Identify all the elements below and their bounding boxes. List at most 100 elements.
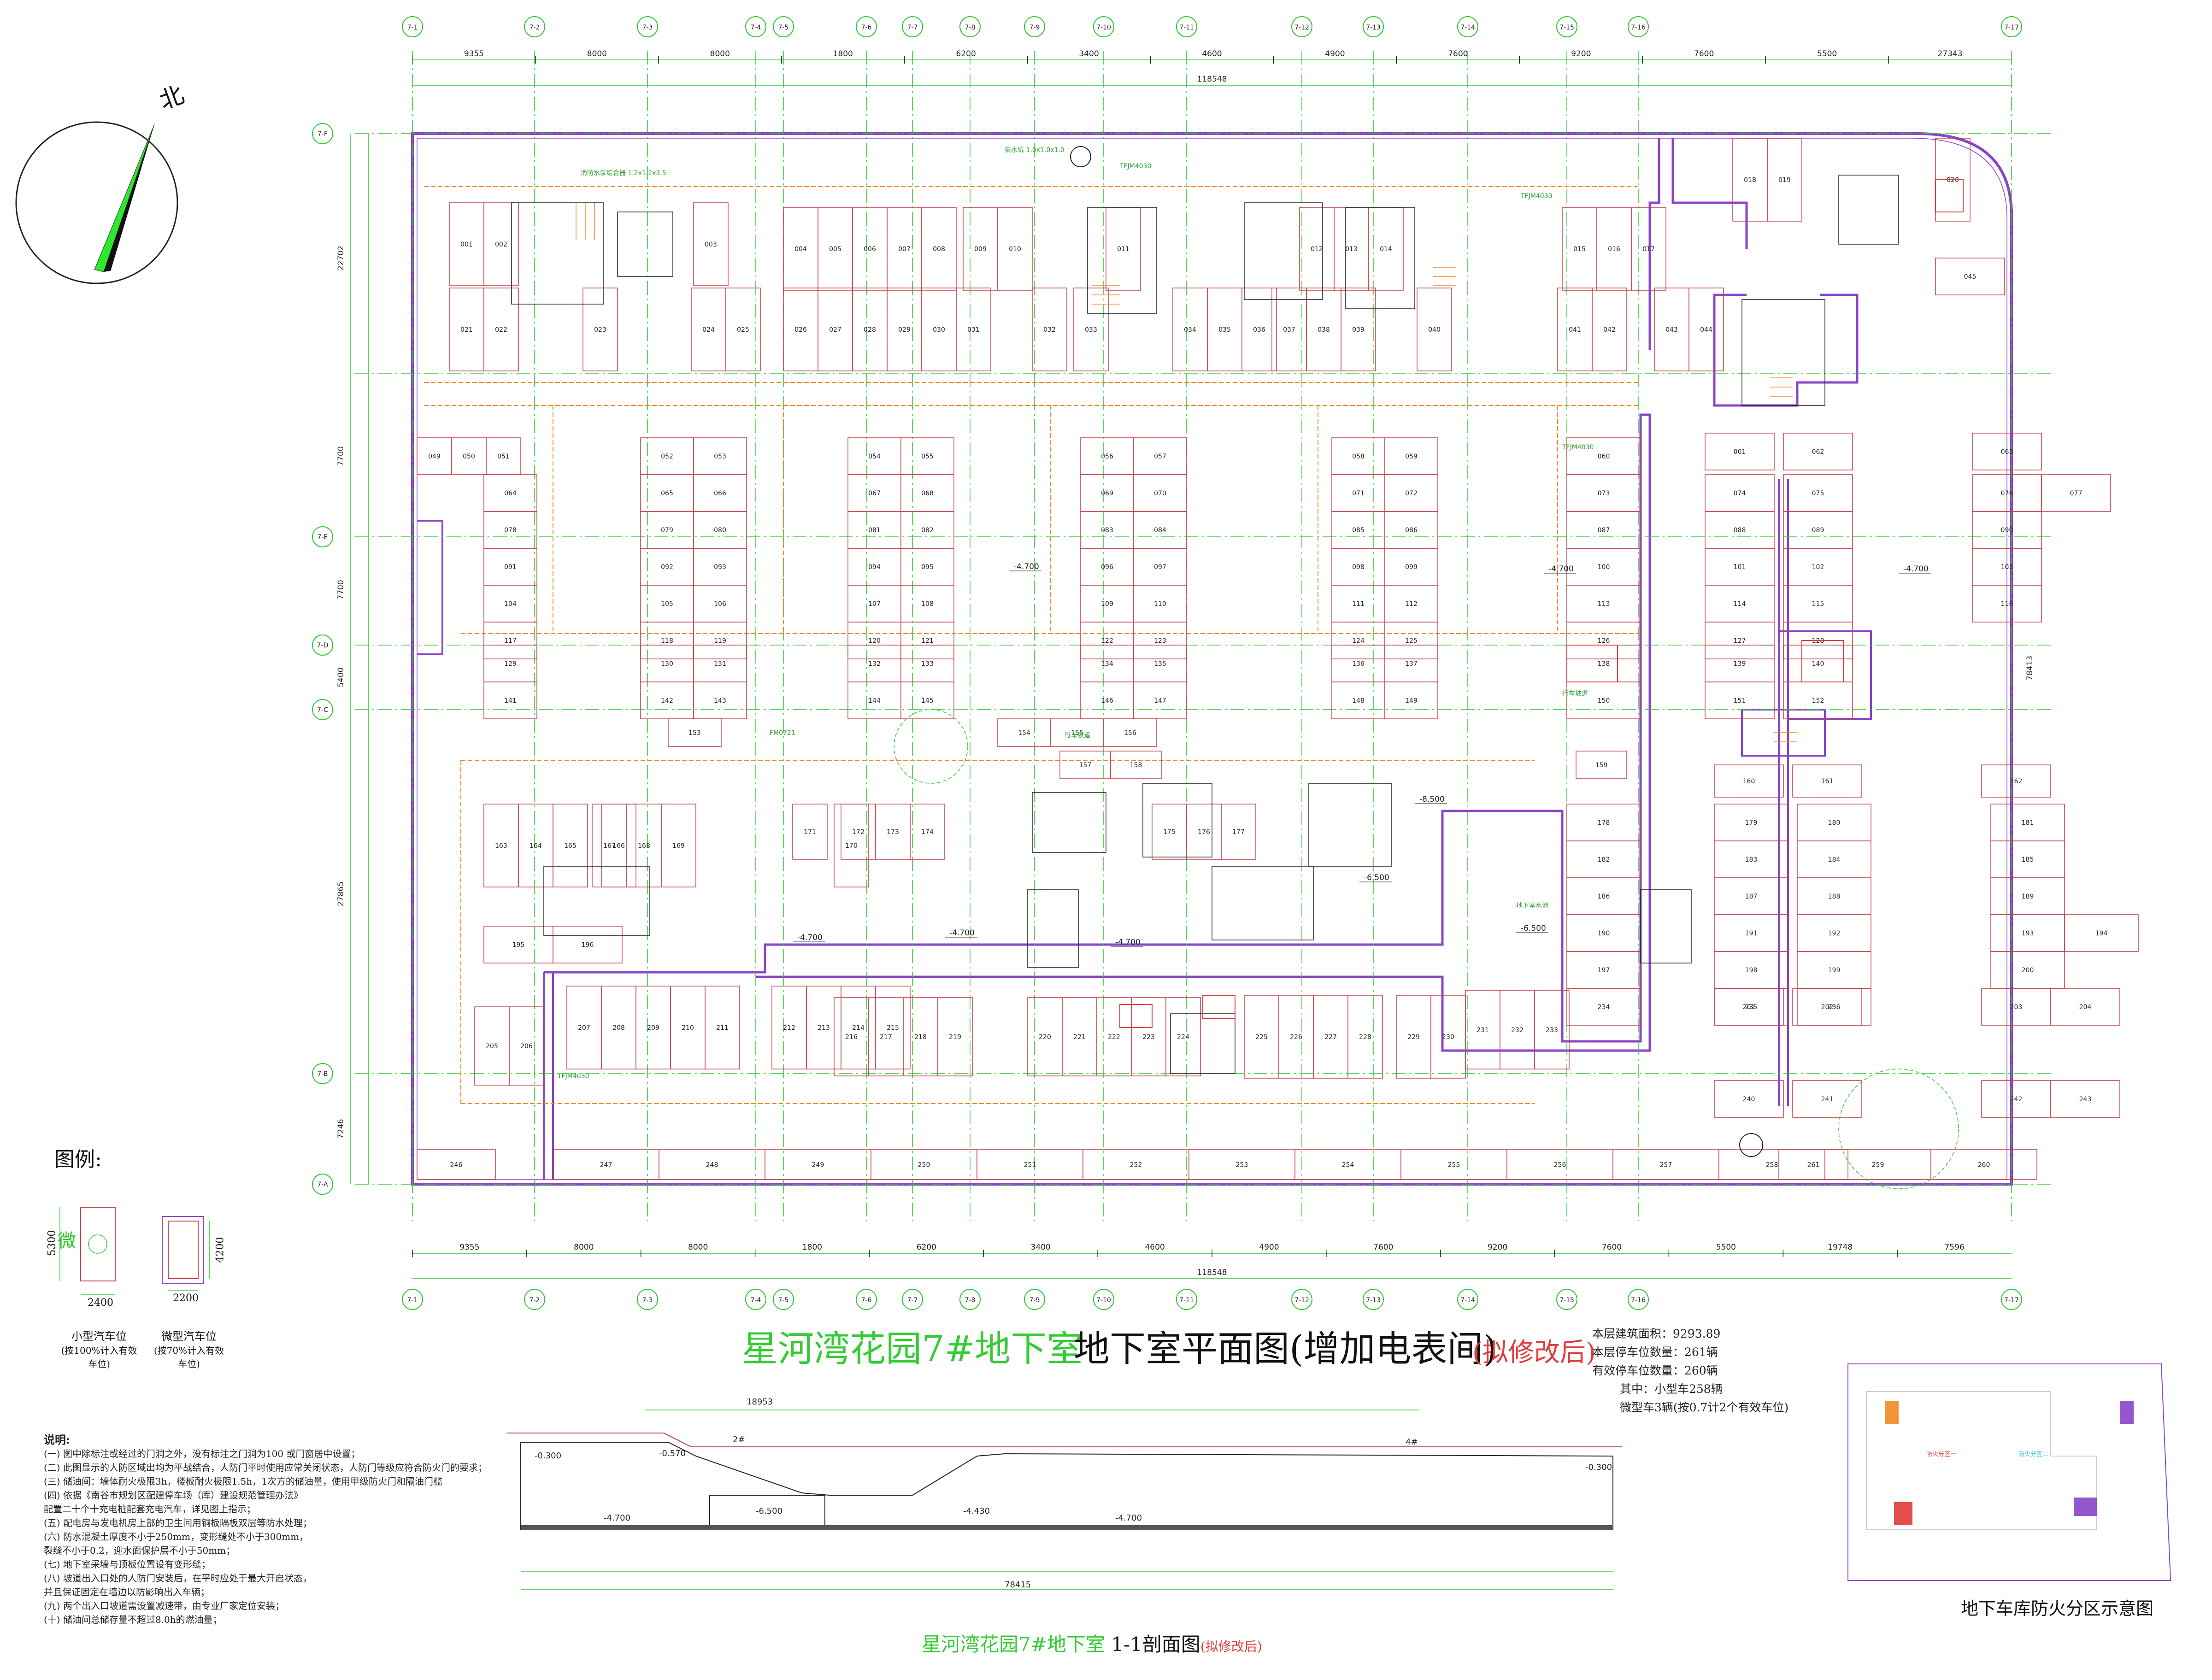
dim-label: 19748 (1828, 1243, 1853, 1252)
grid-label-bottom: 7-6 (861, 1297, 872, 1304)
stall-number: 188 (1828, 893, 1841, 900)
grid-bubble-top (1628, 16, 1649, 37)
stall-number: 196 (582, 941, 594, 949)
stall-number: 228 (1359, 1034, 1371, 1041)
stall-number: 183 (1745, 856, 1758, 863)
grid-label-top: 7-9 (1030, 24, 1040, 31)
stall-number: 220 (1039, 1034, 1051, 1041)
grid-label-top: 7-10 (1096, 24, 1111, 31)
grid-marker-1 (1070, 146, 1091, 167)
parking-stall (1592, 288, 1627, 371)
svg-text:地下室水池: 地下室水池 (1516, 902, 1548, 910)
grid-bubble-left (312, 1174, 333, 1195)
stall-number: 124 (1352, 637, 1365, 645)
parking-stall (553, 804, 588, 887)
stall-number: 180 (1828, 819, 1841, 827)
stall-number: 090 (2001, 527, 2013, 534)
stall-number: 223 (1142, 1034, 1155, 1041)
stall-number: 235 (1745, 1004, 1758, 1011)
stall-number: 229 (1407, 1034, 1420, 1041)
stall-number: 116 (2001, 600, 2013, 608)
dim-label: 7600 (1694, 49, 1714, 59)
stall-number: 018 (1744, 176, 1756, 184)
grid-label-bottom: 7-2 (529, 1297, 540, 1304)
stall-number: 130 (661, 660, 673, 668)
stall-number: 103 (2001, 564, 2013, 571)
grid-bubble-top (524, 16, 545, 37)
parking-stall (1778, 1149, 1848, 1180)
stall-number: 031 (967, 326, 980, 334)
parking-stall (1783, 433, 1853, 470)
stall-number: 015 (1573, 246, 1586, 253)
parking-stall (1972, 433, 2042, 470)
stall-number: 146 (1101, 697, 1113, 705)
parking-stall (553, 926, 623, 963)
stall-number: 016 (1608, 246, 1620, 253)
stall-number: 011 (1117, 246, 1130, 253)
axis-lines (355, 51, 2051, 1221)
stall-number: 063 (2001, 448, 2013, 456)
stall-number: 149 (1405, 697, 1418, 705)
left-stair-wall (417, 520, 443, 655)
stall-number: 161 (1821, 778, 1834, 785)
stall-number: 067 (868, 490, 881, 497)
dim-label: 9200 (1488, 1243, 1507, 1252)
stall-number: 051 (497, 453, 510, 460)
stall-number: 173 (887, 828, 899, 836)
grid-label-bottom: 7-17 (2004, 1297, 2019, 1304)
design-notes: 说明: (一) 图中除标注或经过的门洞之外，没有标注之门洞为100 或门窗居中设… (44, 1433, 487, 1627)
stall-number: 082 (921, 527, 934, 534)
drawing-title: 地下室平面图(增加电表间) (1074, 1328, 1497, 1370)
stall-number: 176 (1198, 828, 1210, 836)
grid-bubble-bottom (524, 1289, 545, 1310)
dim-label: 9355 (459, 1243, 479, 1252)
grid-bubble-bottom (1093, 1289, 1114, 1310)
ramp-left-wall (543, 972, 554, 1180)
parking-stall (1767, 138, 1802, 222)
stall-number: 198 (1745, 967, 1758, 974)
svg-text:-6.500: -6.500 (756, 1506, 782, 1516)
stall-number: 096 (1101, 564, 1113, 571)
parking-stall (921, 207, 957, 291)
stall-number: 169 (672, 842, 685, 850)
stall-number: 148 (1352, 697, 1365, 705)
dim-label: 1800 (833, 49, 853, 59)
stall-number: 225 (1255, 1034, 1268, 1041)
stall-number: 075 (1812, 490, 1824, 497)
parking-stall (997, 207, 1033, 291)
stall-number: 036 (1253, 326, 1265, 334)
stall-number: 170 (845, 842, 858, 850)
stall-number: 137 (1405, 660, 1418, 668)
stall-number: 240 (1743, 1096, 1755, 1103)
parking-stall (417, 1149, 496, 1180)
stall-number: 078 (504, 527, 517, 534)
parking-stall (2041, 474, 2111, 512)
svg-text:-0.300: -0.300 (535, 1451, 561, 1461)
grid-label-top: 7-8 (965, 24, 976, 31)
note-line: (二) 此图显示的人防区域出均为平战结合，人防门平时使用应常关闭状态，人防门等级… (44, 1462, 487, 1473)
stall-number: 093 (714, 564, 726, 571)
dim-label: 6200 (956, 49, 976, 59)
stall-number: 135 (1154, 660, 1166, 668)
grid-label-top: 7-1 (407, 24, 418, 31)
stall-number: 084 (1154, 527, 1166, 534)
stat-total: 本层停车位数量：261辆 (1592, 1345, 1718, 1359)
note-line: (六) 防水混凝土厚度不小于250mm，变形缝处不小于300mm， (44, 1531, 309, 1542)
ramp-lower-wall (1741, 709, 1826, 757)
note-line: (四) 依据《南谷市规划区配建停车场（库）建设规范管理办法》 (44, 1490, 303, 1501)
stall-number: 260 (1978, 1162, 1990, 1169)
parking-stall (483, 681, 537, 719)
stair-hatches (576, 203, 1797, 742)
stall-number: 083 (1101, 527, 1113, 534)
stall-number: 156 (1124, 729, 1136, 737)
stall-number: 144 (868, 697, 881, 705)
stall-number: 066 (714, 490, 726, 497)
area-stats: 本层建筑面积：9293.89 本层停车位数量：261辆 有效停车位数量：260辆… (1592, 1325, 1788, 1417)
stall-number: 057 (1154, 453, 1166, 460)
parking-stall (1981, 764, 2051, 798)
stall-number: 040 (1428, 326, 1441, 334)
stall-number: 174 (921, 828, 934, 836)
stall-number: 151 (1734, 697, 1746, 705)
stall-number: 086 (1405, 527, 1418, 534)
